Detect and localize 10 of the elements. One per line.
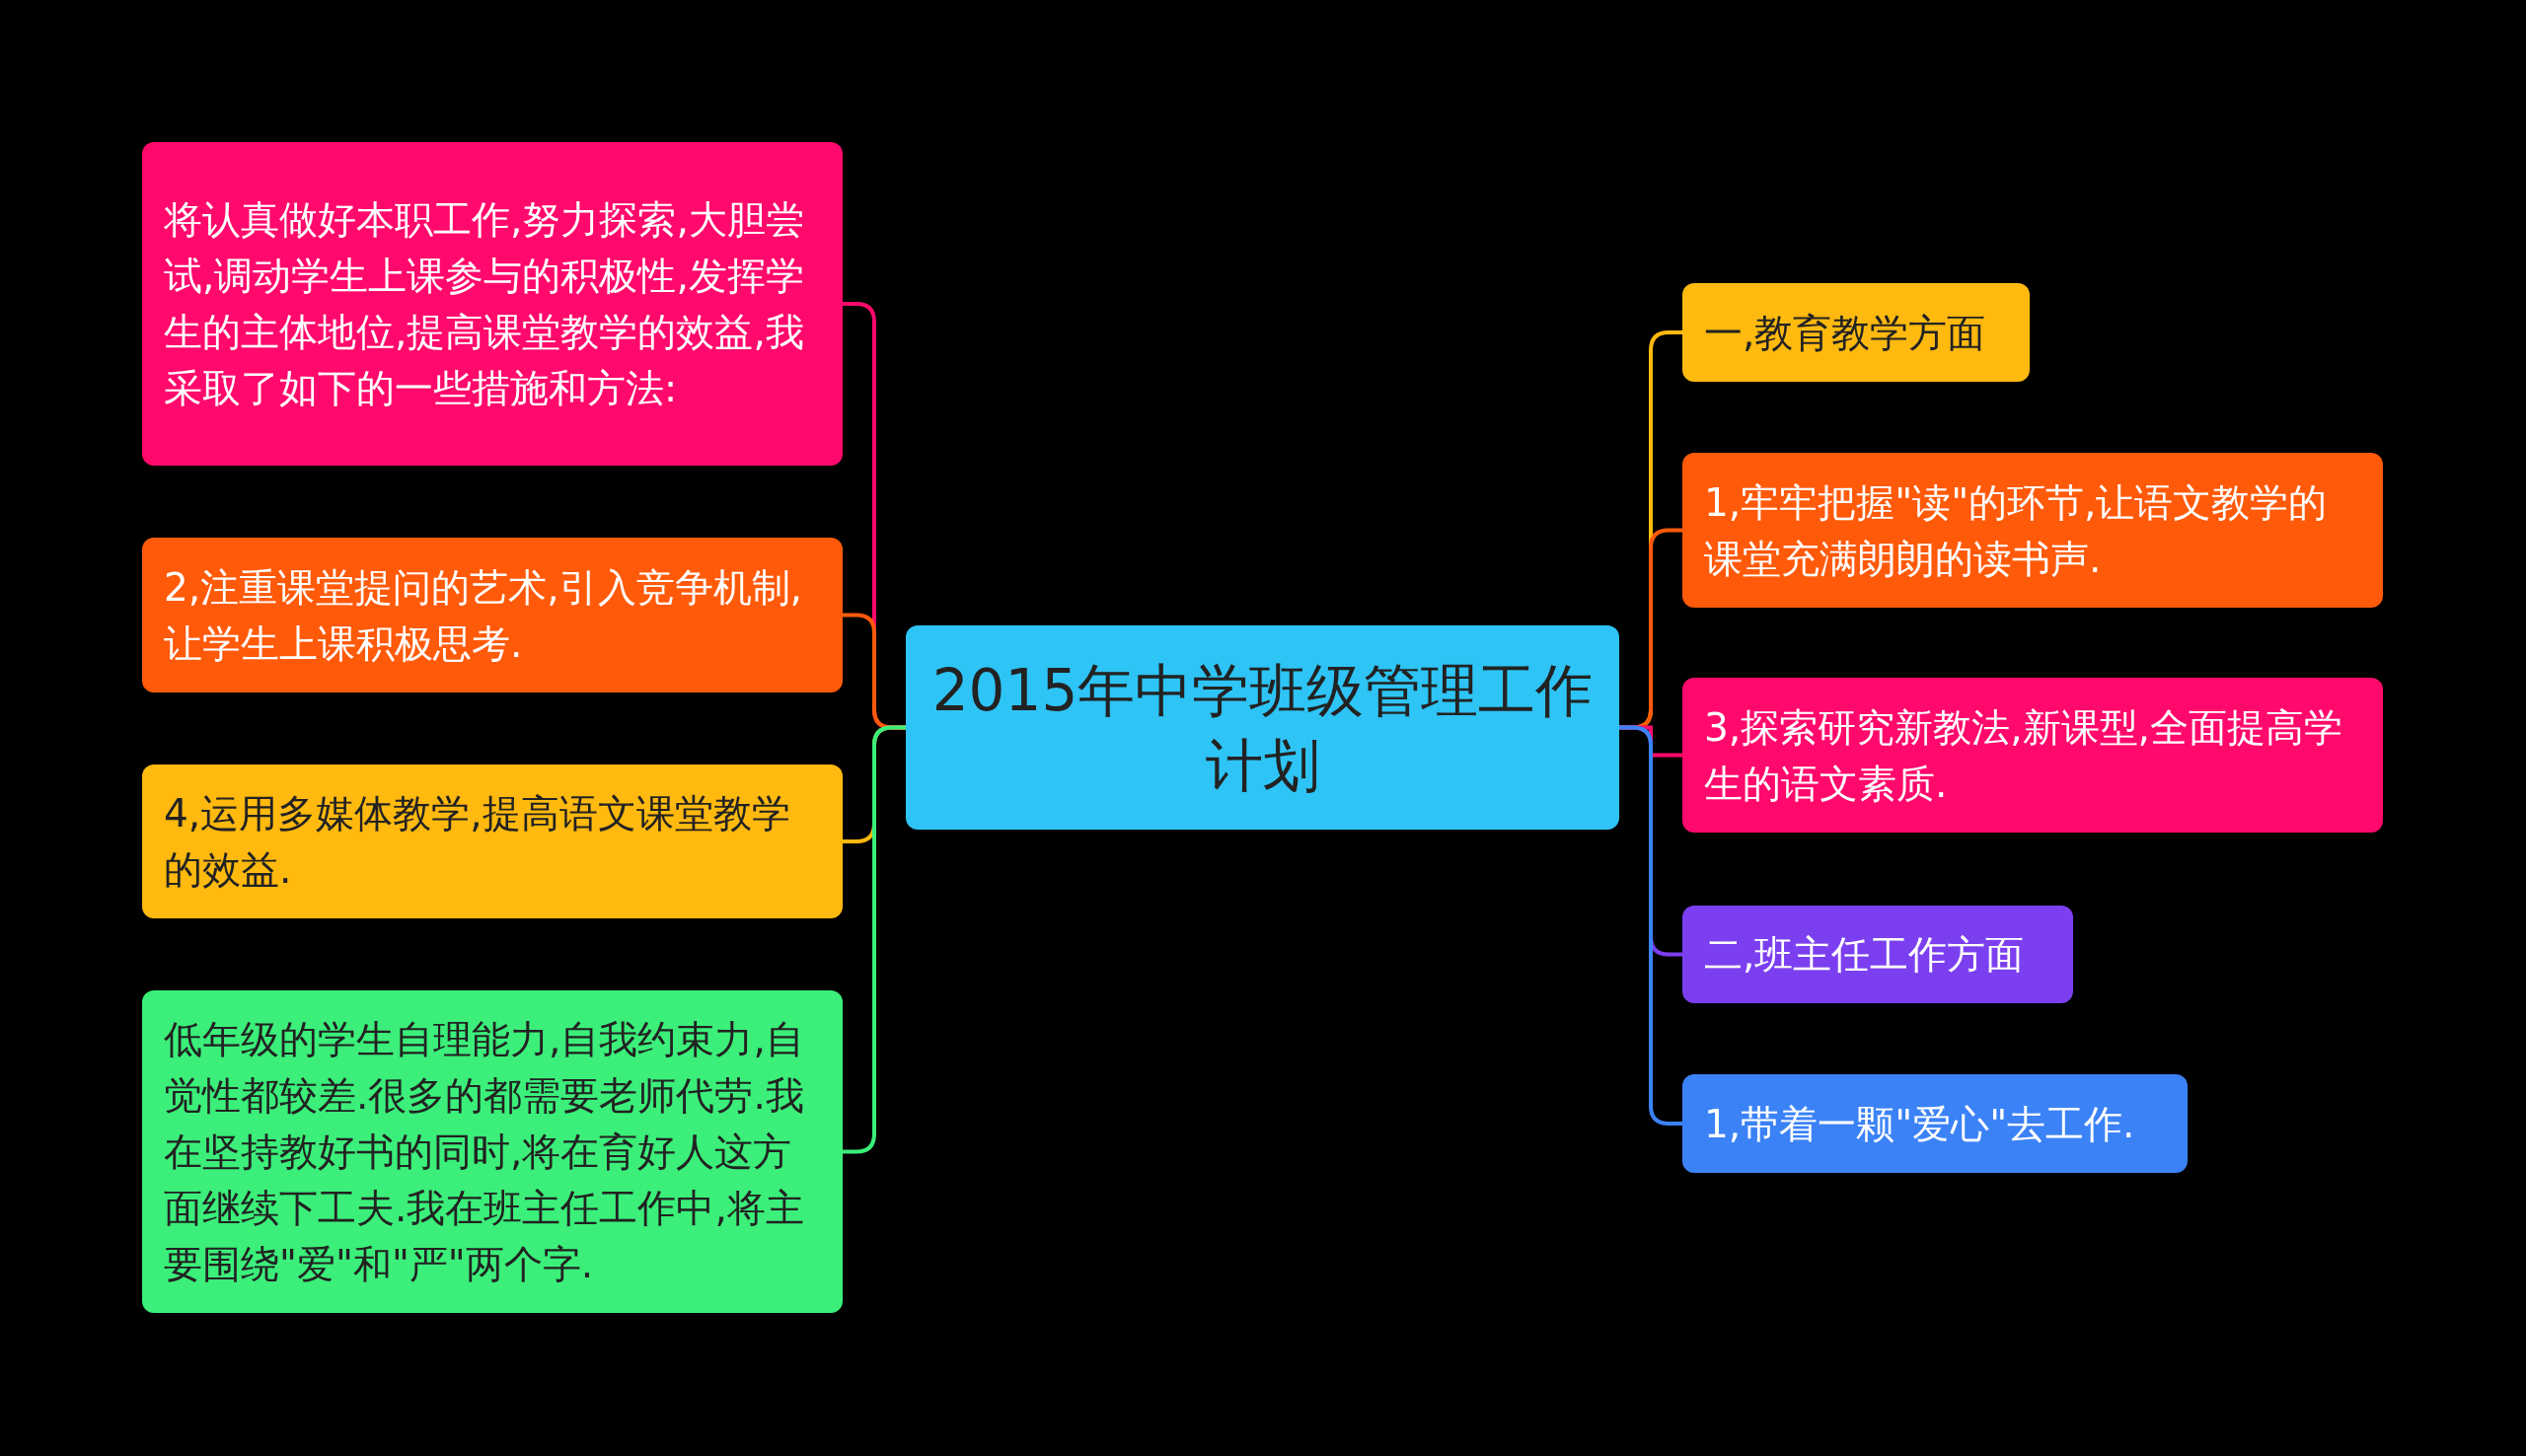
topic-box: 2015年中学班级管理工作计划 <box>906 625 1619 830</box>
topic-box: 二,班主任工作方面 <box>1682 906 2073 1003</box>
topic-box: 2,注重课堂提问的艺术,引入竞争机制,让学生上课积极思考. <box>142 538 843 692</box>
topic-box: 将认真做好本职工作,努力探索,大胆尝试,调动学生上课参与的积极性,发挥学生的主体地位,提高课堂教学的效益,我采取了如下的一些措施和方法: <box>142 142 843 466</box>
topic-box: 1,牢牢把握"读"的环节,让语文教学的课堂充满朗朗的读书声. <box>1682 453 2383 608</box>
topic-box: 一,教育教学方面 <box>1682 283 2030 382</box>
topic-box: 低年级的学生自理能力,自我约束力,自觉性都较差.很多的都需要老师代劳.我在坚持教好书的同时,将在育好人这方面继续下工夫.我在班主任工作中,将主要围绕"爱"和"严"两个字. <box>142 990 843 1313</box>
topic-box: 1,带着一颗"爱心"去工作. <box>1682 1074 2188 1173</box>
topic-box: 4,运用多媒体教学,提高语文课堂教学的效益. <box>142 764 843 918</box>
topic-box: 3,探索研究新教法,新课型,全面提高学生的语文素质. <box>1682 678 2383 833</box>
